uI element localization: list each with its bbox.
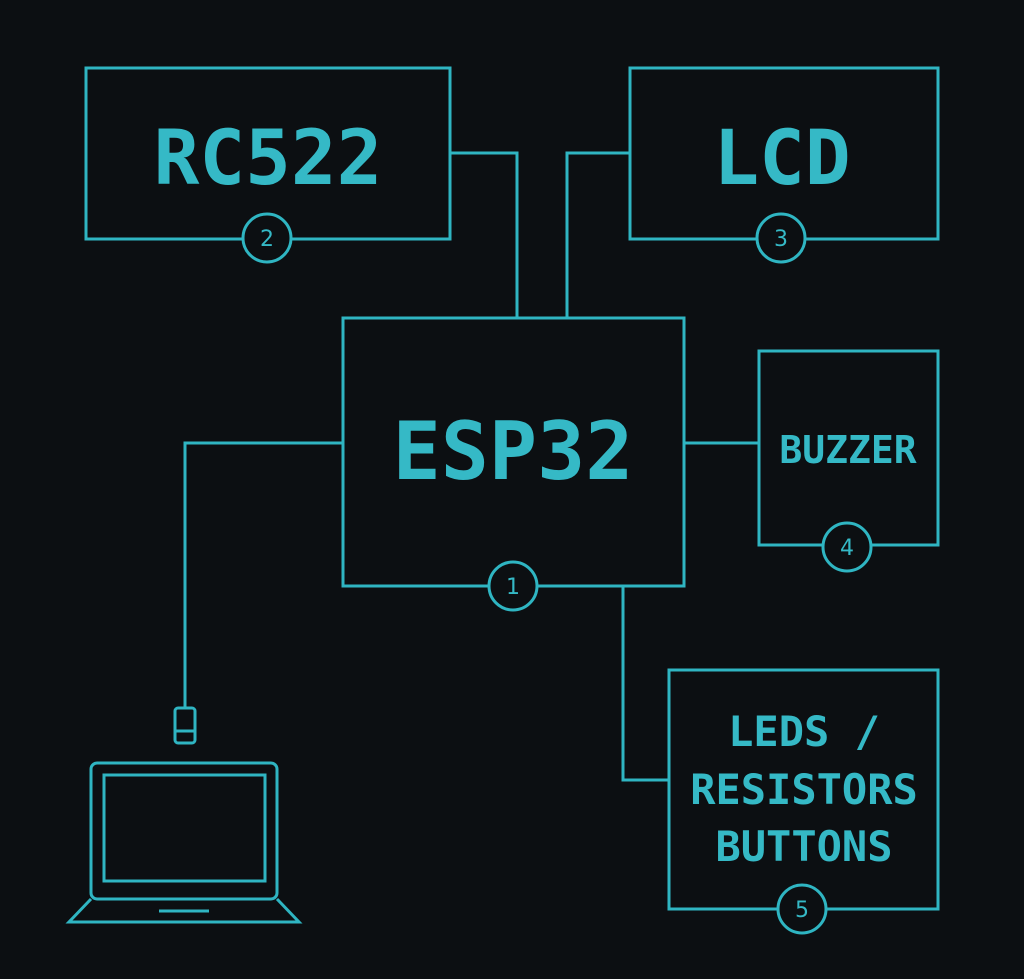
esp32-label: ESP32 [393, 405, 634, 498]
rc522-badge [241, 212, 293, 264]
connection-wires [183, 151, 759, 782]
leds-label-line1: LEDS / [728, 707, 880, 756]
lcd-label: LCD [713, 113, 850, 202]
esp32-badge [487, 560, 539, 612]
buzzer-badge [821, 521, 873, 573]
lcd-badge [755, 212, 807, 264]
rc522-label: RC522 [154, 113, 383, 202]
leds-label-line2: RESISTORS [690, 765, 918, 814]
leds-badge [776, 883, 828, 935]
leds-badge-number: 5 [795, 898, 809, 923]
wire-esp32-leds [621, 586, 669, 782]
wire-lcd-esp32 [565, 151, 630, 318]
wire-esp32-laptop [183, 441, 343, 708]
leds-block: LEDS / RESISTORS BUTTONS 5 [667, 668, 940, 935]
buzzer-label: BUZZER [779, 428, 916, 472]
esp32-badge-number: 1 [506, 575, 520, 600]
lcd-block: LCD 3 [628, 66, 940, 264]
usb-plug [173, 706, 197, 745]
laptop-screen-outer [89, 761, 279, 901]
usb-connector-icon [173, 706, 197, 745]
wire-rc522-esp32 [450, 151, 519, 318]
buzzer-badge-number: 4 [840, 536, 854, 561]
esp32-block: ESP32 1 [341, 316, 686, 612]
leds-label-line3: BUTTONS [715, 822, 892, 871]
rc522-block: RC522 2 [84, 66, 452, 264]
buzzer-block: BUZZER 4 [757, 349, 940, 573]
rc522-badge-number: 2 [260, 227, 274, 252]
laptop-icon [65, 761, 303, 924]
lcd-badge-number: 3 [774, 227, 788, 252]
laptop-screen-inner [102, 773, 267, 883]
